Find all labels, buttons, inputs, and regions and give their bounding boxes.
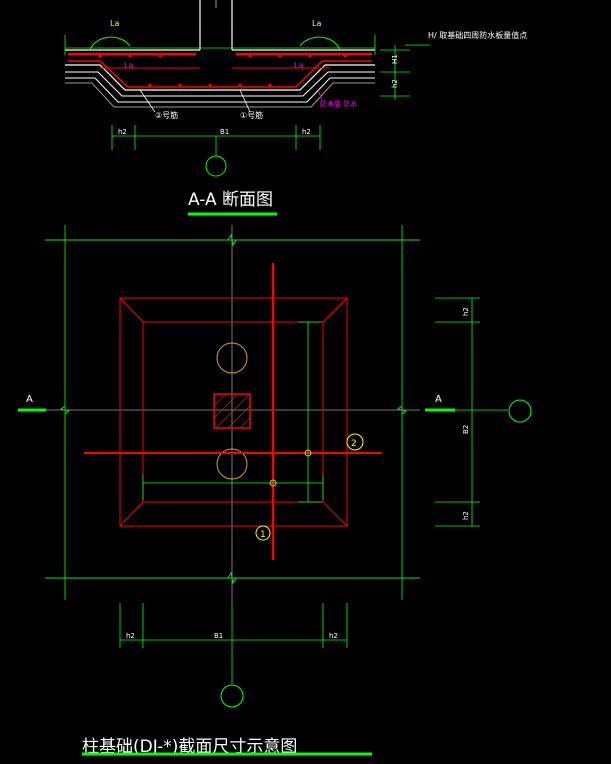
plan-view: 1 2 A A h2 B2 h2 h2 B1 h2 柱基础(DJ-*)截面尺寸示… — [18, 225, 532, 757]
la-label-left-top: La — [110, 19, 119, 28]
dim-bottom-b1: B1 — [214, 632, 223, 640]
column-hatch — [213, 393, 251, 429]
pile-circle-bottom — [216, 448, 248, 480]
dim-right-b2: B2 — [462, 425, 470, 434]
note-top: H/ 取基础四周防水板量值点 — [428, 30, 527, 40]
rebar-dots — [98, 54, 347, 87]
waterproof-line-1 — [65, 71, 375, 97]
dim-h2-right: h2 — [391, 79, 399, 88]
la-arc-right — [299, 36, 341, 51]
dim-right-h2-bottom: h2 — [462, 511, 470, 520]
rebar-tag-2 — [346, 433, 364, 451]
waterproof-line-3 — [65, 82, 375, 108]
axis-bubble-top — [205, 155, 227, 177]
dim-h2-left: h2 — [118, 128, 127, 136]
axis-bubble-bottom — [220, 684, 244, 708]
leader-rebar1 — [239, 89, 251, 113]
leader-rebar2 — [139, 89, 156, 113]
section-title: A-A 断面图 — [188, 190, 273, 210]
rebar1-label: ①号筋 — [240, 110, 263, 120]
break-mark — [227, 233, 237, 247]
la-arc-left — [89, 36, 131, 51]
bottom-rebar — [68, 60, 372, 88]
dim-bottom-h2-left: h2 — [126, 632, 135, 640]
corner-line — [322, 501, 348, 527]
leader-waterproof — [317, 89, 323, 101]
la-label-right-top: La — [312, 19, 321, 28]
waterproof-line-2 — [65, 77, 375, 103]
axis-bubble-right — [508, 399, 532, 423]
rebar2-label: ②号筋 — [155, 110, 178, 120]
plan-title: 柱基础(DJ-*)截面尺寸示意图 — [82, 737, 297, 757]
dim-b1: B1 — [220, 128, 229, 136]
intersection-mark — [269, 479, 277, 487]
break-mark — [227, 571, 237, 585]
rebar-tag-1-label: 1 — [260, 530, 266, 540]
foundation-outer-outline — [119, 297, 348, 527]
foundation-inner-outline — [142, 321, 324, 503]
rebar-tag-2-label: 2 — [351, 439, 357, 449]
corner-line — [119, 297, 144, 323]
column-section — [213, 393, 251, 429]
dim-h2-right-bottom: h2 — [302, 128, 311, 136]
la-label-left-inner: La — [124, 61, 133, 70]
dim-bottom-h2-right: h2 — [329, 632, 338, 640]
break-mark — [60, 405, 70, 415]
la-label-right-inner: La — [294, 61, 303, 70]
pile-circle-top — [216, 342, 248, 374]
section-mark-right-label: A — [435, 394, 442, 405]
break-mark — [397, 405, 407, 415]
waterproof-label: 防水层 防水 — [320, 99, 357, 108]
dim-right-h2-top: h2 — [462, 307, 470, 316]
corner-line — [322, 297, 348, 323]
pit-outline — [65, 64, 375, 91]
rebar-tag-1 — [255, 525, 271, 541]
corner-line — [119, 501, 144, 527]
section-mark-left-label: A — [26, 394, 33, 405]
section-view: La La La La H1 h2 H/ 取基础四周防水板量值点 ②号筋 ①号筋… — [64, 0, 527, 216]
dim-h1: H1 — [391, 54, 399, 64]
intersection-mark — [304, 449, 312, 457]
